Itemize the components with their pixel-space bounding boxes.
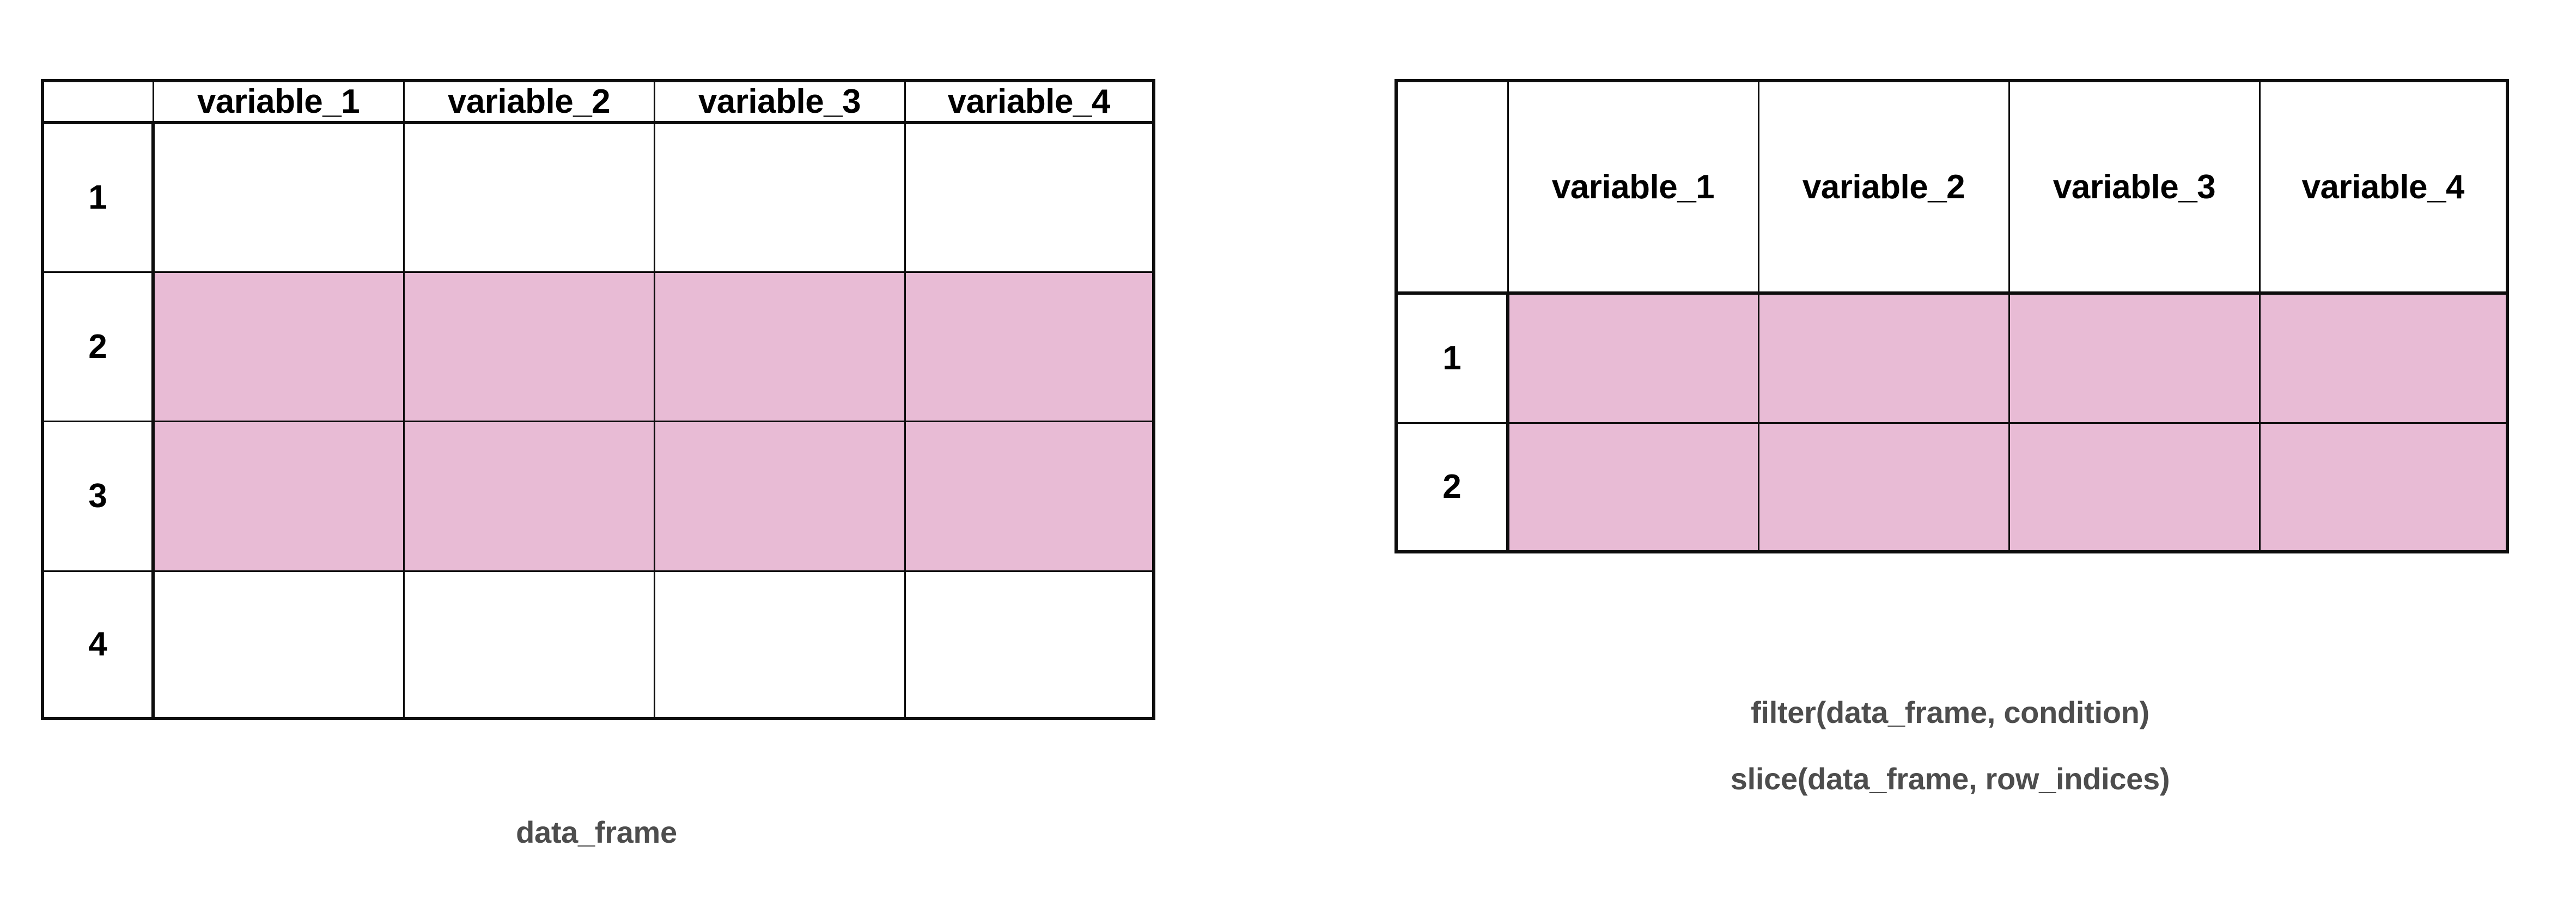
corner-cell	[1396, 81, 1509, 295]
table-header-row: variable_1 variable_2 variable_3 variabl…	[1396, 81, 2507, 295]
cell-r4-c3	[653, 570, 906, 719]
cell-r2-c1	[152, 271, 405, 423]
column-header-variable-1: variable_1	[1507, 81, 1759, 295]
table-header-row: variable_1 variable_2 variable_3 variabl…	[42, 81, 1154, 124]
cell-r2-c2	[1757, 422, 2010, 552]
column-header-variable-4: variable_4	[904, 81, 1154, 124]
row-index-2: 2	[1396, 422, 1509, 552]
column-header-variable-3: variable_3	[2008, 81, 2261, 295]
cell-r2-c3	[2008, 422, 2261, 552]
data-frame-table-header: variable_1 variable_2 variable_3 variabl…	[42, 81, 1154, 124]
row-index-1: 1	[1396, 292, 1509, 424]
cell-r1-c3	[2008, 292, 2261, 424]
cell-r4-c1	[152, 570, 405, 719]
filter-function-caption: filter(data_frame, condition)	[1751, 695, 2149, 729]
cell-r4-c4	[904, 570, 1154, 719]
cell-r3-c1	[152, 421, 405, 572]
table-row-selected: 2	[42, 271, 1154, 423]
table-row: 1	[42, 121, 1154, 273]
cell-r2-c2	[403, 271, 655, 423]
row-index-2: 2	[42, 271, 155, 423]
cell-r3-c4	[904, 421, 1154, 572]
result-table-body: 1 2	[1396, 292, 2507, 552]
column-header-variable-3: variable_3	[653, 81, 906, 124]
table-row-selected: 1	[1396, 292, 2507, 424]
table-row-selected: 2	[1396, 422, 2507, 552]
cell-r2-c4	[904, 271, 1154, 423]
data-frame-table-body: 1 2 3 4	[42, 121, 1154, 719]
cell-r4-c2	[403, 570, 655, 719]
cell-r1-c1	[152, 121, 405, 273]
cell-r3-c2	[403, 421, 655, 572]
corner-cell	[42, 81, 154, 124]
column-header-variable-1: variable_1	[152, 81, 405, 124]
cell-r3-c3	[653, 421, 906, 572]
column-header-variable-2: variable_2	[403, 81, 655, 124]
row-index-1: 1	[42, 121, 155, 273]
cell-r2-c1	[1507, 422, 1759, 552]
cell-r2-c4	[2258, 422, 2507, 552]
data-frame-table: variable_1 variable_2 variable_3 variabl…	[41, 79, 1155, 720]
row-index-4: 4	[42, 570, 155, 719]
cell-r1-c1	[1507, 292, 1759, 424]
cell-r1-c4	[904, 121, 1154, 273]
column-header-variable-2: variable_2	[1757, 81, 2010, 295]
result-table-header: variable_1 variable_2 variable_3 variabl…	[1396, 81, 2507, 295]
cell-r1-c4	[2258, 292, 2507, 424]
column-header-variable-4: variable_4	[2258, 81, 2507, 295]
slice-function-caption: slice(data_frame, row_indices)	[1730, 762, 2170, 796]
cell-r1-c2	[1757, 292, 2010, 424]
cell-r1-c3	[653, 121, 906, 273]
cell-r1-c2	[403, 121, 655, 273]
cell-r2-c3	[653, 271, 906, 423]
table-row: 4	[42, 570, 1154, 719]
row-index-3: 3	[42, 421, 155, 572]
data-frame-caption: data_frame	[516, 815, 677, 849]
result-table: variable_1 variable_2 variable_3 variabl…	[1394, 79, 2509, 553]
table-row-selected: 3	[42, 421, 1154, 572]
